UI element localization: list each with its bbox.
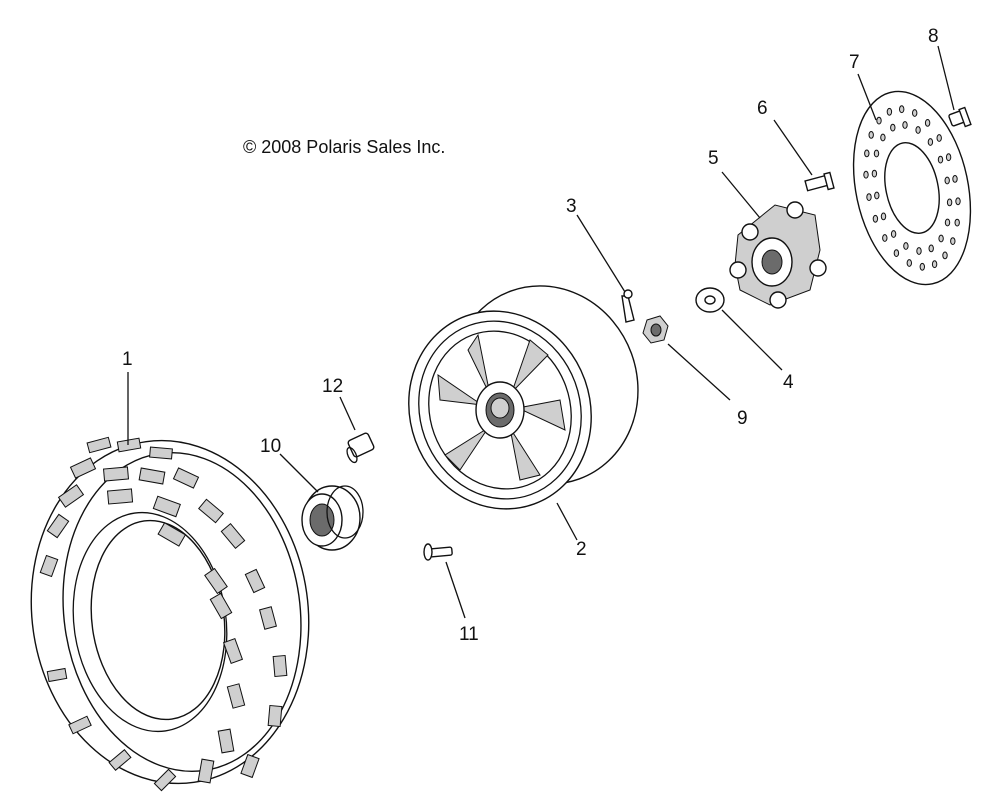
callout-12: 12 [322,376,343,397]
callout-1: 1 [122,349,133,370]
disc-vent-hole [950,237,956,246]
disc-vent-hole [912,109,918,117]
disc-vent-hole [952,175,958,183]
callout-6: 6 [757,98,768,119]
cotter-pin [621,289,635,323]
disc-vent-hole [927,138,934,146]
disc-vent-hole [954,218,960,227]
castle-nut [642,315,669,344]
tire [30,436,310,792]
disc-vent-hole [864,149,870,158]
disc-vent-hole [944,218,951,227]
callout-4: 4 [783,372,794,393]
disc-vent-hole [946,198,953,207]
callout-3: 3 [566,196,577,217]
disc-vent-hole [868,131,874,139]
callout-11: 11 [459,624,479,645]
disc-vent-hole [942,251,948,260]
brake-disc-bolt [948,106,972,128]
disc-vent-hole [866,193,872,202]
disc-vent-hole [874,191,880,200]
disc-vent-hole [873,149,880,158]
hub-cap [301,485,364,551]
disc-vent-hole [902,121,908,129]
disc-vent-hole [872,214,879,223]
callout-10: 10 [260,436,281,457]
disc-vent-hole [882,234,888,242]
disc-vent-hole [937,155,944,164]
disc-vent-hole [915,126,921,134]
wheel-rim [408,285,639,510]
disc-vent-hole [899,105,905,114]
wheel-stud [804,171,835,192]
disc-vent-hole [924,119,931,127]
disc-vent-hole [931,260,938,269]
disc-vent-hole [928,244,934,253]
disc-vent-hole [944,176,950,185]
disc-vent-hole [886,107,893,116]
disc-vent-hole [906,259,912,267]
disc-vent-hole [863,170,869,179]
disc-vent-hole [893,249,900,258]
disc-vent-hole [919,262,925,271]
disc-vent-hole [890,230,897,238]
copyright-notice: © 2008 Polaris Sales Inc. [243,137,446,157]
disc-vent-hole [938,234,944,243]
callout-5: 5 [708,148,719,169]
disc-vent-hole [936,134,942,142]
callout-2: 2 [576,539,587,560]
disc-vent-hole [880,212,887,221]
disc-vent-hole [890,123,896,132]
disc-vent-hole [955,197,961,206]
disc-vent-hole [871,169,878,178]
valve-stem [346,432,375,464]
disc-vent-hole [880,133,886,142]
callout-9: 9 [737,408,748,429]
disc-vent-hole [876,116,882,125]
leader-lines [127,45,955,619]
brake-disc [852,90,972,286]
washer [695,287,725,313]
callout-7: 7 [849,52,860,73]
lug-bolt [423,543,453,561]
disc-vent-hole [916,247,922,255]
callout-8: 8 [928,26,939,47]
disc-vent-hole [945,153,952,162]
callout-numbers: 1 2 3 4 5 6 7 8 9 10 11 12 [122,26,939,645]
hub [729,201,827,309]
disc-vent-hole [903,242,909,250]
